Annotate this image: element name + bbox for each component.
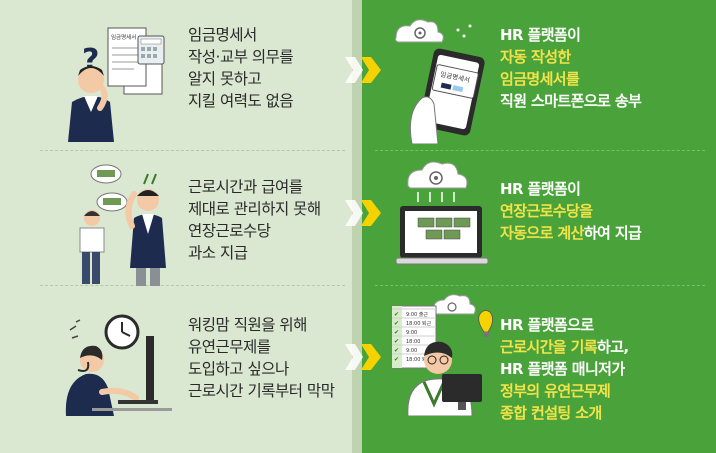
text-line: 도입하고 싶으나 xyxy=(188,360,289,378)
text-line: 알지 못하고 xyxy=(188,70,262,88)
arrow-right-icon xyxy=(345,200,381,226)
text-line: 워킹맘 직원을 위해 xyxy=(188,316,307,334)
plain-text: HR 플랫폼이 xyxy=(500,26,581,44)
text-line: 작성·교부 의무를 xyxy=(188,48,294,66)
text-line: 자동으로 계산하여 지급 xyxy=(500,222,642,244)
problem-panel xyxy=(0,0,352,453)
text-line: 근로시간을 기록하고, xyxy=(500,336,629,358)
text-line: 종합 컨설팅 소개 xyxy=(500,402,629,424)
check-icon: ✔ xyxy=(394,329,399,336)
arrow-right-icon xyxy=(345,57,381,83)
timesheet-row-text: 9:00 xyxy=(406,330,417,336)
text-line: 직원 스마트폰으로 송부 xyxy=(500,90,642,112)
highlight-text: 정부의 유연근무제 xyxy=(500,382,611,400)
confused-man-illustration: ? 임금명세서 xyxy=(68,27,165,142)
check-icon: ✔ xyxy=(394,356,399,363)
timesheet-row-text: 18:00 xyxy=(406,339,420,345)
phone-payslip-illustration: 임금명세서 xyxy=(394,19,485,144)
highlight-text: 종합 컨설팅 소개 xyxy=(500,404,602,422)
text-line: HR 플랫폼이 xyxy=(500,178,641,200)
timesheet-row-text: 18:00 퇴근 xyxy=(406,320,432,327)
highlight-text: 자동 작성한 xyxy=(500,48,571,66)
text-line: 연장근로수당을 xyxy=(500,200,641,222)
row-separator xyxy=(40,150,345,151)
highlight-text: 연장근로수당을 xyxy=(500,202,593,220)
plain-text: 하여 지급 xyxy=(583,224,642,242)
text-line: 유연근무제를 xyxy=(188,338,271,356)
text-line: HR 플랫폼 매니저가 xyxy=(500,358,629,380)
divider-band xyxy=(352,0,362,453)
highlight-text: 자동으로 계산 xyxy=(500,224,584,242)
timesheet-row-text: 18:00 퇴근 xyxy=(406,356,432,363)
text-line: 정부의 유연근무제 xyxy=(500,380,629,402)
text-line: HR 플랫폼이 xyxy=(500,24,641,46)
text-line: 임금명세서를 xyxy=(500,68,641,90)
working-mom-at-computer-illustration xyxy=(65,314,172,416)
text-line: 근로시간과 급여를 xyxy=(188,178,303,196)
payslip-doc-label: 임금명세서 xyxy=(111,33,136,41)
plain-text: HR 플랫폼 매니저가 xyxy=(500,360,625,378)
text-line: 제대로 관리하지 못해 xyxy=(188,200,321,218)
text-line: 자동 작성한 xyxy=(500,46,641,68)
highlight-text: 근로시간을 기록 xyxy=(500,338,598,356)
text-line: 지킬 여력도 없음 xyxy=(188,92,294,110)
text-line: 과소 지급 xyxy=(188,244,248,262)
plain-text: 직원 스마트폰으로 송부 xyxy=(500,92,642,110)
text-line: 임금명세서 xyxy=(188,26,257,44)
timesheet-row-text: 9:00 출근 xyxy=(406,311,428,318)
highlight-text: 임금명세서를 xyxy=(500,70,580,88)
plain-text: HR 플랫폼으로 xyxy=(500,316,594,334)
stressed-man-with-employee-illustration xyxy=(79,164,166,286)
plain-text: HR 플랫폼이 xyxy=(500,180,581,198)
timesheet-rows: ✔ 9:00 출근 ✔ 18:00 퇴근 ✔ 9:00 ✔ 18:00 ✔ 9:00 ✔ 18:00 … xyxy=(392,308,436,363)
manager-timesheet-illustration: ✔ 9:00 출근 ✔ 18:00 퇴근 ✔ 9:00 ✔ 18:00 ✔ 9:00 ✔ 18:00 … xyxy=(391,294,493,416)
text-line: 연장근로수당 xyxy=(188,222,271,240)
check-icon: ✔ xyxy=(394,311,399,318)
laptop-cash-cloud-illustration xyxy=(396,161,489,265)
row-separator xyxy=(375,150,705,151)
check-icon: ✔ xyxy=(394,338,399,345)
check-icon: ✔ xyxy=(394,320,399,327)
plain-text: 하고, xyxy=(597,338,629,356)
row-separator xyxy=(375,285,705,286)
text-line: 근로시간 기록부터 막막 xyxy=(188,382,335,400)
timesheet-row-text: 9:00 xyxy=(406,348,417,354)
row-separator xyxy=(40,285,345,286)
arrow-right-icon xyxy=(345,344,381,370)
text-line: HR 플랫폼으로 xyxy=(500,314,629,336)
check-icon: ✔ xyxy=(394,347,399,354)
